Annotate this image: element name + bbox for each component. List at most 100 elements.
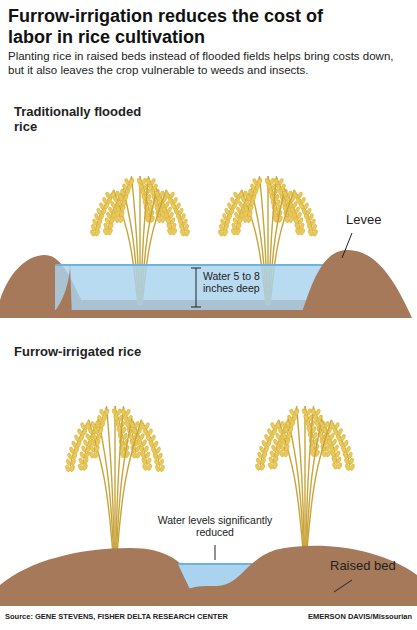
rice-grain	[122, 415, 128, 423]
rice-grain	[83, 439, 89, 447]
leader-line	[215, 545, 216, 560]
water	[55, 265, 330, 310]
rice-grain	[159, 465, 165, 473]
rice-grain	[152, 452, 158, 460]
rice-stem	[98, 419, 113, 552]
rice-grain	[99, 409, 105, 417]
rice-grain	[235, 228, 241, 236]
raised-bed	[0, 548, 200, 606]
rice-grain	[154, 465, 160, 473]
rice-grain	[222, 229, 228, 237]
rice-grain	[312, 229, 318, 237]
rice-grain	[179, 229, 185, 237]
rice-grain	[349, 463, 355, 471]
rice-grain	[329, 433, 335, 441]
rice-grain	[139, 433, 145, 441]
water-surface	[55, 264, 330, 266]
rice-grain	[102, 228, 108, 236]
rice-grain	[150, 446, 156, 454]
rice-grain	[74, 434, 80, 442]
section-heading: Traditionally flooded rice	[14, 104, 154, 135]
rice-grain	[74, 446, 80, 454]
rice-grain	[138, 445, 144, 453]
rice-grain	[94, 229, 100, 237]
rice-grain	[307, 229, 313, 237]
rice-grain	[85, 433, 91, 441]
rice-grain	[90, 229, 96, 237]
rice-grain	[97, 415, 103, 423]
rice-grain	[87, 427, 93, 435]
raised-bed	[160, 546, 417, 606]
rice-grain	[107, 228, 113, 236]
rice-stem	[288, 419, 303, 548]
rice-grain	[89, 445, 95, 453]
rice-grain	[300, 228, 306, 236]
rice-grain	[310, 408, 316, 416]
rice-grain	[332, 462, 338, 470]
rice-grain	[150, 434, 156, 442]
rice-grain	[65, 465, 71, 473]
rice-grain	[78, 457, 84, 465]
rice-stem	[117, 420, 141, 552]
rice-grain	[289, 408, 295, 416]
rice-plant	[65, 406, 166, 552]
rice-grain	[292, 414, 298, 422]
levee	[300, 250, 412, 318]
rice-grain	[118, 216, 124, 224]
rice-grain	[167, 228, 173, 236]
ground	[150, 571, 200, 606]
title: Furrow-irrigation reduces the cost of la…	[8, 6, 338, 48]
rice-grain	[90, 439, 96, 447]
rice-grain	[65, 459, 71, 467]
rice-grain	[77, 428, 83, 436]
rice-grain	[343, 440, 349, 448]
rice-grain	[275, 433, 281, 441]
rice-grain	[337, 462, 343, 470]
rice-grain	[272, 462, 278, 470]
rice-grain	[141, 439, 147, 447]
water-surface	[178, 563, 255, 565]
section-heading: Furrow-irrigated rice	[14, 344, 144, 359]
rice-grain	[125, 409, 131, 417]
rice-grain	[264, 446, 270, 454]
rice-grain	[93, 451, 99, 459]
rice-grain	[246, 216, 252, 224]
rice-grain	[82, 463, 88, 471]
rice-grain	[114, 216, 120, 224]
rice-grain	[100, 421, 106, 429]
rice-grain	[340, 446, 346, 454]
rice-grain	[155, 446, 161, 454]
rice-grain	[142, 463, 148, 471]
rice-grain	[218, 229, 224, 237]
rice-grain	[153, 440, 159, 448]
rice-stem	[304, 406, 305, 548]
rice-grain	[230, 228, 236, 236]
rice-grain	[127, 415, 133, 423]
rice-grain	[89, 451, 95, 459]
part-label: Levee	[346, 212, 406, 227]
dimension-tick	[191, 268, 201, 269]
rice-grain	[111, 408, 117, 416]
rice-grain	[146, 457, 152, 465]
flooded-field	[0, 176, 412, 318]
rice-grain	[172, 228, 178, 236]
rice-grain	[325, 450, 331, 458]
rice-grain	[158, 459, 164, 467]
rice-stem	[297, 406, 305, 548]
rice-grain	[184, 229, 190, 237]
ground-slope	[50, 264, 72, 318]
rice-grain	[147, 463, 153, 471]
subtitle: Planting rice in raised beds instead of …	[8, 50, 408, 77]
rice-grain	[279, 450, 285, 458]
furrow-field	[0, 406, 417, 606]
rice-grain	[315, 408, 321, 416]
rice-grain	[259, 463, 265, 471]
dimension-label: Water 5 to 8 inches deep	[203, 270, 273, 295]
source-note: Source: GENE STEVENS, FISHER DELTA RESEA…	[5, 613, 265, 622]
rice-stem	[107, 406, 115, 552]
rice-grain	[71, 440, 77, 448]
rice-grain	[72, 452, 78, 460]
rice-grain	[98, 427, 104, 435]
leader-line	[342, 233, 352, 258]
